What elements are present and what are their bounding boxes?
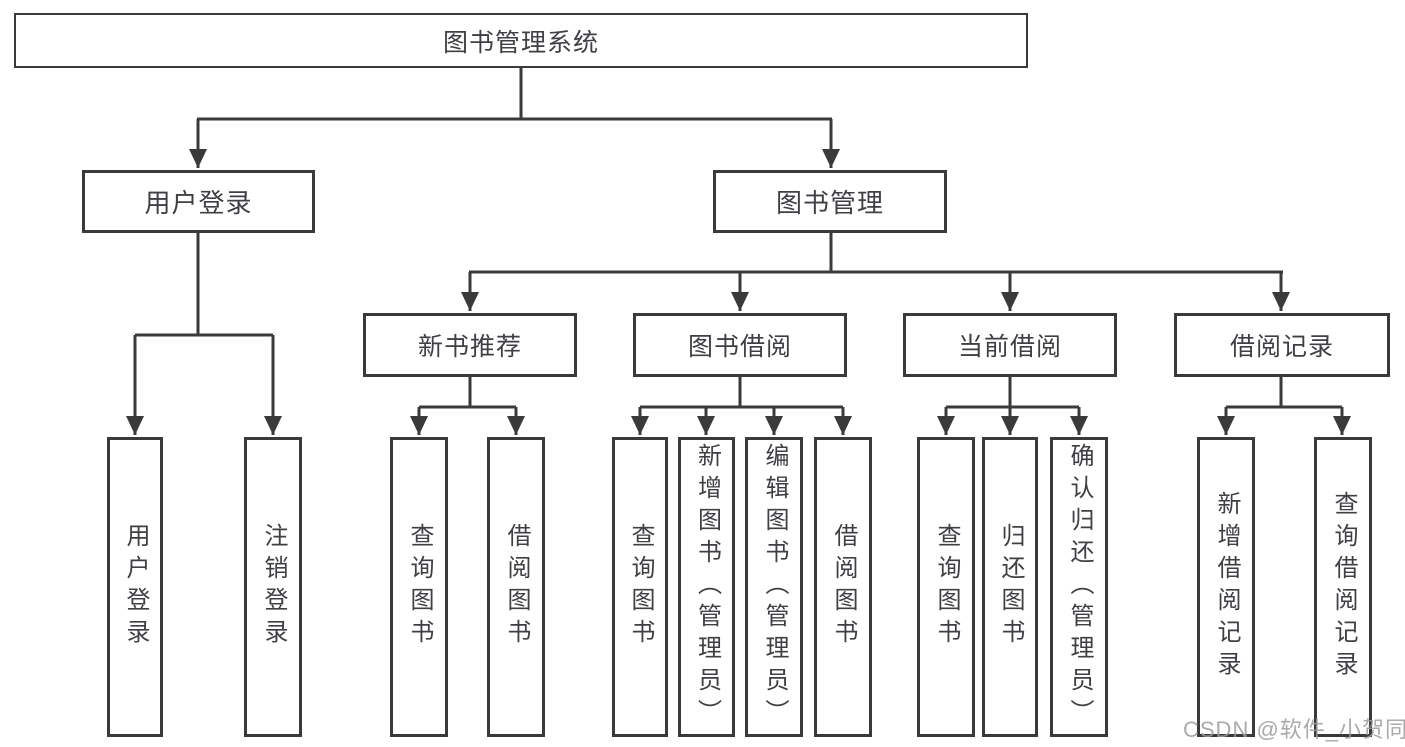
node-label: 查询图书 <box>406 523 433 651</box>
node-label: 当前借阅 <box>957 333 1062 361</box>
node-label: 新增借阅记录 <box>1213 491 1240 683</box>
node-library-management-system: 图书管理系统 <box>14 13 1028 68</box>
leaf-query-books-2: 查询图书 <box>612 437 668 737</box>
node-label: 借阅图书 <box>830 523 857 651</box>
connector-rails <box>135 68 1342 409</box>
node-label: 借阅图书 <box>503 523 530 651</box>
leaf-add-books-admin: 新增图书（管理员） <box>678 437 735 737</box>
node-label: 用户登录 <box>144 188 253 218</box>
node-borrow-record: 借阅记录 <box>1174 313 1390 377</box>
leaf-query-borrow-record: 查询借阅记录 <box>1314 437 1372 737</box>
node-label: 用户登录 <box>122 523 149 651</box>
node-label: 确认归还（管理员） <box>1066 443 1093 731</box>
node-label: 图书管理 <box>775 188 884 218</box>
node-label: 归还图书 <box>997 523 1024 651</box>
leaf-add-borrow-record: 新增借阅记录 <box>1197 437 1255 737</box>
node-label: 图书管理系统 <box>442 28 599 57</box>
leaf-return-books: 归还图书 <box>982 437 1038 737</box>
leaf-edit-books-admin: 编辑图书（管理员） <box>745 437 803 737</box>
node-label: 查询图书 <box>627 523 654 651</box>
node-label: 新增图书（管理员） <box>693 443 721 731</box>
node-label: 查询图书 <box>933 523 960 651</box>
csdn-watermark: CSDN @软件_小贺同学 <box>1183 717 1405 742</box>
leaf-user-login: 用户登录 <box>107 437 163 737</box>
leaf-logout: 注销登录 <box>244 437 302 737</box>
node-label: 编辑图书（管理员） <box>761 443 788 731</box>
leaf-query-books-1: 查询图书 <box>390 437 448 737</box>
leaf-confirm-return-admin: 确认归还（管理员） <box>1050 437 1108 737</box>
node-label: 注销登录 <box>260 523 287 651</box>
node-book-borrow: 图书借阅 <box>633 313 847 377</box>
leaf-query-books-3: 查询图书 <box>917 437 975 737</box>
leaf-borrow-books-1: 借阅图书 <box>487 437 545 737</box>
node-new-book-recommend: 新书推荐 <box>363 313 577 377</box>
node-label: 查询借阅记录 <box>1330 491 1357 683</box>
node-user-login: 用户登录 <box>82 170 315 233</box>
node-label: 图书借阅 <box>687 333 792 361</box>
node-book-management: 图书管理 <box>713 170 947 233</box>
node-current-borrow: 当前借阅 <box>903 313 1117 377</box>
node-label: 借阅记录 <box>1229 333 1334 361</box>
leaf-borrow-books-2: 借阅图书 <box>814 437 872 737</box>
node-label: 新书推荐 <box>417 333 522 361</box>
